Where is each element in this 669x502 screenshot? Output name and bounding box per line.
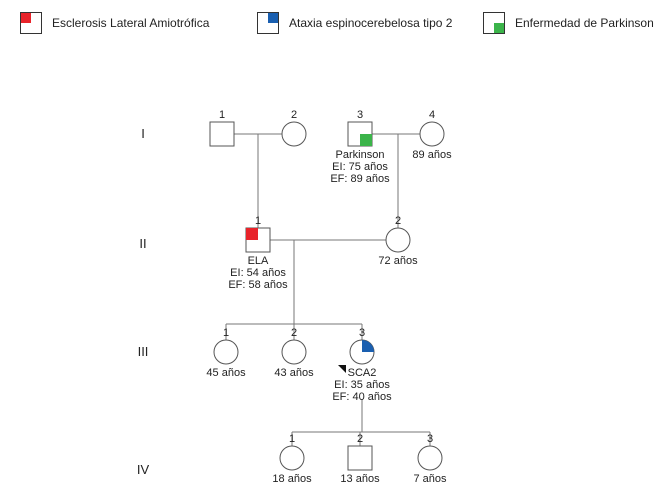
individual-number: 1	[223, 327, 229, 339]
individual-note: SCA2	[348, 367, 377, 379]
individual-ii1	[245, 227, 271, 253]
individual-number: 2	[291, 327, 297, 339]
individual-i3	[347, 121, 373, 147]
individual-number: 3	[359, 327, 365, 339]
legend-swatch-fill	[268, 13, 278, 23]
female-symbol	[281, 121, 307, 147]
legend-item-sca2: Ataxia espinocerebelosa tipo 2	[257, 8, 452, 38]
individual-note: EI: 54 años	[230, 267, 286, 279]
individual-note: Parkinson	[336, 149, 385, 161]
individual-number: 2	[395, 215, 401, 227]
legend-label-ela: Esclerosis Lateral Amiotrófica	[52, 16, 210, 30]
individual-iv2	[347, 445, 373, 471]
legend-item-parkinson: Enfermedad de Parkinson	[483, 8, 654, 38]
generation-label: I	[141, 126, 145, 141]
legend-label-sca2: Ataxia espinocerebelosa tipo 2	[289, 16, 453, 30]
individual-number: 3	[357, 109, 363, 121]
female-symbol	[417, 445, 443, 471]
legend-label-parkinson: Enfermedad de Parkinson	[515, 16, 654, 30]
female-symbol	[279, 445, 305, 471]
legend-item-ela: Esclerosis Lateral Amiotrófica	[20, 8, 209, 38]
individual-iii3	[349, 339, 375, 365]
female-symbol	[385, 227, 411, 253]
legend-swatch-fill	[21, 13, 31, 23]
individual-ii2	[385, 227, 411, 253]
individual-i1	[209, 121, 235, 147]
individual-number: 2	[357, 433, 363, 445]
individual-i4	[419, 121, 445, 147]
individual-note: EI: 35 años	[334, 379, 390, 391]
individual-number: 2	[291, 109, 297, 121]
legend-swatch-parkinson	[483, 12, 505, 34]
individual-number: 4	[429, 109, 435, 121]
individual-note: EI: 75 años	[332, 161, 388, 173]
generation-label: II	[139, 236, 146, 251]
parkinson-fill	[360, 134, 372, 146]
pedigree-lines	[225, 133, 431, 446]
male-symbol	[347, 445, 373, 471]
proband-arrow	[338, 365, 346, 373]
individual-note: EF: 58 años	[228, 279, 288, 291]
individual-note: 43 años	[274, 367, 314, 379]
individual-number: 1	[219, 109, 225, 121]
individual-number: 1	[255, 215, 261, 227]
individual-number: 3	[427, 433, 433, 445]
ela-fill	[246, 228, 258, 240]
individual-i2	[281, 121, 307, 147]
generation-label: III	[138, 344, 149, 359]
female-symbol	[419, 121, 445, 147]
legend-swatch-fill	[494, 23, 504, 33]
individual-iv1	[279, 445, 305, 471]
individual-note: 45 años	[206, 367, 246, 379]
individual-iii2	[281, 339, 307, 365]
individual-iv3	[417, 445, 443, 471]
female-symbol	[281, 339, 307, 365]
individual-note: 13 años	[340, 473, 380, 485]
individual-note: EF: 40 años	[332, 391, 392, 403]
sca2-fill	[362, 340, 374, 352]
female-symbol	[213, 339, 239, 365]
individual-note: ELA	[248, 255, 269, 267]
individual-note: 7 años	[413, 473, 447, 485]
generation-label: IV	[137, 462, 150, 477]
individual-note: EF: 89 años	[330, 173, 390, 185]
individual-note: 89 años	[412, 149, 452, 161]
pedigree-symbols	[209, 121, 445, 471]
individual-note: 72 años	[378, 255, 418, 267]
individual-note: 18 años	[272, 473, 312, 485]
legend-swatch-sca2	[257, 12, 279, 34]
male-symbol	[209, 121, 235, 147]
individual-iii1	[213, 339, 239, 365]
individual-number: 1	[289, 433, 295, 445]
legend-swatch-ela	[20, 12, 42, 34]
